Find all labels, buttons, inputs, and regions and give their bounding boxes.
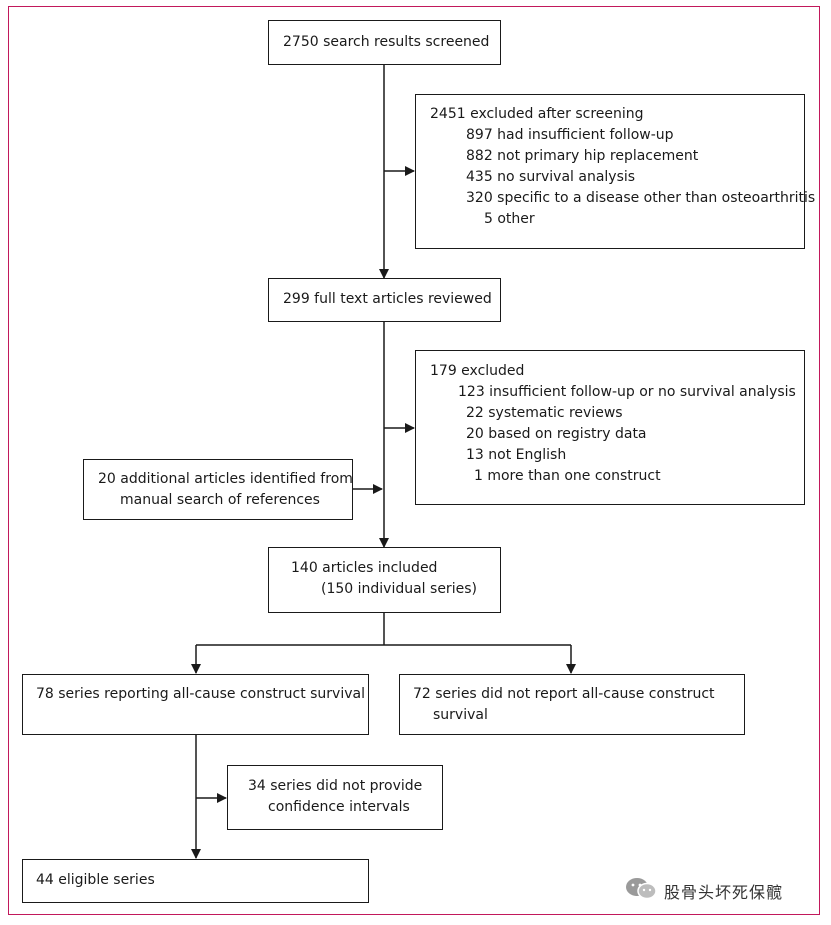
box-text: 320 specific to a disease other than ost…	[466, 190, 816, 206]
figure-frame	[8, 6, 820, 915]
box-excluded-after-screening: 2451 excluded after screening 897 had in…	[415, 94, 815, 249]
box-text: 44 eligible series	[36, 872, 155, 888]
box-text: 435 no survival analysis	[466, 169, 636, 185]
box-search-results-screened: 2750 search results screened	[268, 20, 501, 65]
box-additional-articles: 20 additional articles identified from m…	[83, 459, 353, 520]
box-full-text-reviewed: 299 full text articles reviewed	[268, 278, 501, 322]
box-text: 34 series did not provide	[248, 778, 423, 794]
box-text: (150 individual series)	[321, 581, 477, 597]
box-text: 179 excluded	[430, 363, 525, 379]
box-text: 123 insufficient follow-up or no surviva…	[458, 384, 796, 400]
box-text: 22 systematic reviews	[466, 405, 623, 421]
box-text: 72 series did not report all-cause const…	[413, 686, 715, 702]
box-excluded-full-text: 179 excluded 123 insufficient follow-up …	[415, 350, 805, 505]
box-text: survival	[433, 707, 488, 723]
box-series-reporting-survival: 78 series reporting all-cause construct …	[22, 674, 369, 735]
box-text: 78 series reporting all-cause construct …	[36, 686, 365, 702]
box-text: 2750 search results screened	[283, 34, 490, 50]
box-text: 1 more than one construct	[474, 468, 661, 484]
watermark-text: 股骨头坏死保髋	[664, 883, 784, 902]
box-text: 13 not English	[466, 447, 567, 463]
box-text: 5 other	[484, 211, 535, 227]
box-eligible-series: 44 eligible series	[22, 859, 369, 903]
box-text: 897 had insufficient follow-up	[466, 127, 674, 143]
box-series-not-reporting: 72 series did not report all-cause const…	[399, 674, 745, 735]
watermark: 股骨头坏死保髋	[624, 876, 783, 906]
box-text: manual search of references	[120, 492, 320, 508]
box-text: 140 articles included	[291, 560, 438, 576]
box-text: 20 additional articles identified from	[98, 471, 353, 487]
box-articles-included: 140 articles included (150 individual se…	[268, 547, 501, 613]
box-text: 299 full text articles reviewed	[283, 291, 492, 307]
box-text: 882 not primary hip replacement	[466, 148, 699, 164]
box-text: 2451 excluded after screening	[430, 106, 644, 122]
wechat-icon	[624, 876, 658, 906]
box-text: confidence intervals	[268, 799, 410, 815]
box-no-confidence-intervals: 34 series did not provide confidence int…	[227, 765, 443, 830]
box-text: 20 based on registry data	[466, 426, 647, 442]
